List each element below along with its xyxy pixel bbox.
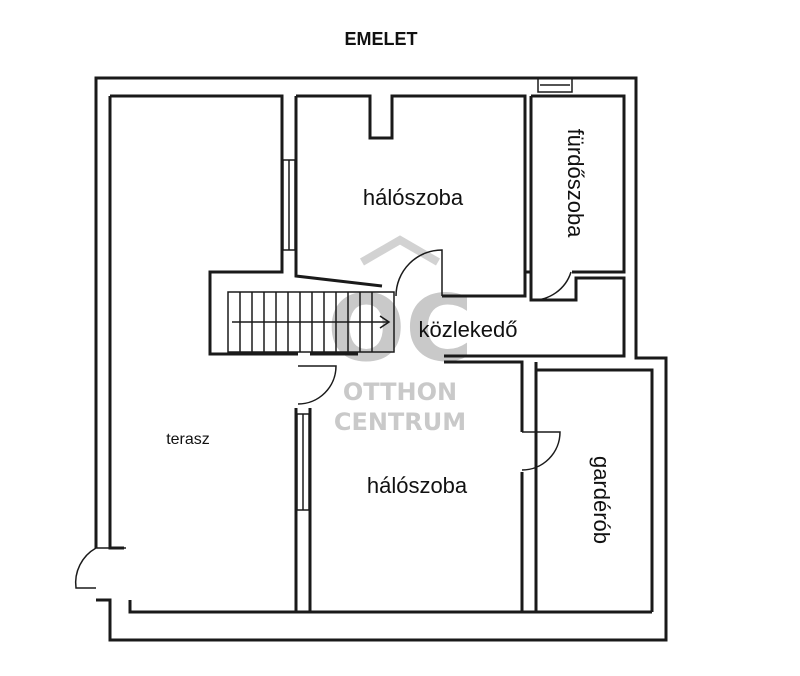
- room-label-wardrobe: gardérób: [589, 456, 614, 544]
- windows: [282, 159, 310, 511]
- watermark-monogram: OC: [327, 275, 473, 382]
- floor-title: EMELET: [344, 29, 417, 49]
- room-label-bathroom: fürdőszoba: [563, 129, 588, 239]
- doors: [74, 249, 572, 589]
- watermark-line1: OTTHON: [343, 378, 457, 406]
- room-label-hallway: közlekedő: [418, 317, 517, 342]
- staircase: [227, 291, 395, 353]
- room-label-terrace: terasz: [166, 431, 210, 448]
- stair-arrow-head-icon: [379, 315, 391, 329]
- room-label-bedroom-bottom: hálószoba: [367, 473, 468, 498]
- watermark: OC OTTHON CENTRUM: [327, 235, 473, 436]
- watermark-line2: CENTRUM: [334, 408, 466, 436]
- inner-walls: [110, 94, 654, 612]
- watermark-roof-icon: [359, 235, 441, 266]
- room-label-bedroom-top: hálószoba: [363, 185, 464, 210]
